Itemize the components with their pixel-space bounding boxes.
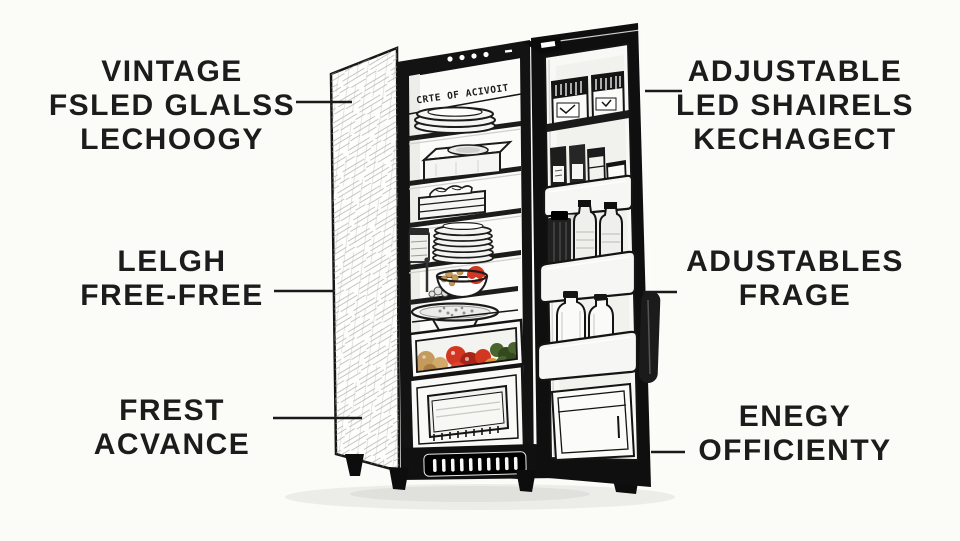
freezer-drawer [408,364,526,454]
label-line: LECHOOGY [80,123,264,156]
label-frost-free: LELGH FREE-FREE [36,245,308,313]
label-line: ADJUSTABLE [687,55,903,88]
jar-and-tins [408,222,494,265]
label-energy-efficiency: ENEGY OFFICIENTY [653,400,937,468]
fridge-door [524,23,661,487]
label-line: VINTAGE [101,55,243,88]
label-line: FRAGE [738,279,852,312]
label-fresh-advance: FREST ACVANCE [36,394,308,462]
base-grille [401,444,560,480]
label-line: LELGH [117,245,227,278]
label-line: FSLED GLALSS [48,89,296,122]
fridge-side-panel [329,46,401,473]
door-lower-panel [550,382,636,462]
door-bottles [538,200,637,304]
label-line: KECHAGECT [693,123,897,156]
connector-lines [273,89,685,454]
label-line: ACVANCE [93,428,251,461]
door-top-boxes [547,70,629,132]
door-handle [638,291,661,383]
label-line: OFFICIENTY [698,434,892,467]
label-adjustable-led-shelves: ADJUSTABLE LED SHAIRELS KECHAGECT [653,55,937,157]
crisper-drawer [408,309,525,380]
label-adjustable-storage: ADUSTABLES FRAGE [653,245,937,313]
label-line: ENEGY [738,400,852,433]
fruit-bowl [424,257,489,299]
storage-tray [421,140,513,182]
label-vintage-glass-technology: VINTAGE FSLED GLALSS LECHOOGY [36,55,308,157]
folded-stack [418,185,486,221]
label-line: ADUSTABLES [686,245,904,278]
label-line: FREST [119,394,225,427]
door-milk-bottles [536,291,639,382]
label-line: LED SHAIRELS [675,89,915,122]
plate-stack [414,106,496,134]
label-line: FREE-FREE [80,279,264,312]
